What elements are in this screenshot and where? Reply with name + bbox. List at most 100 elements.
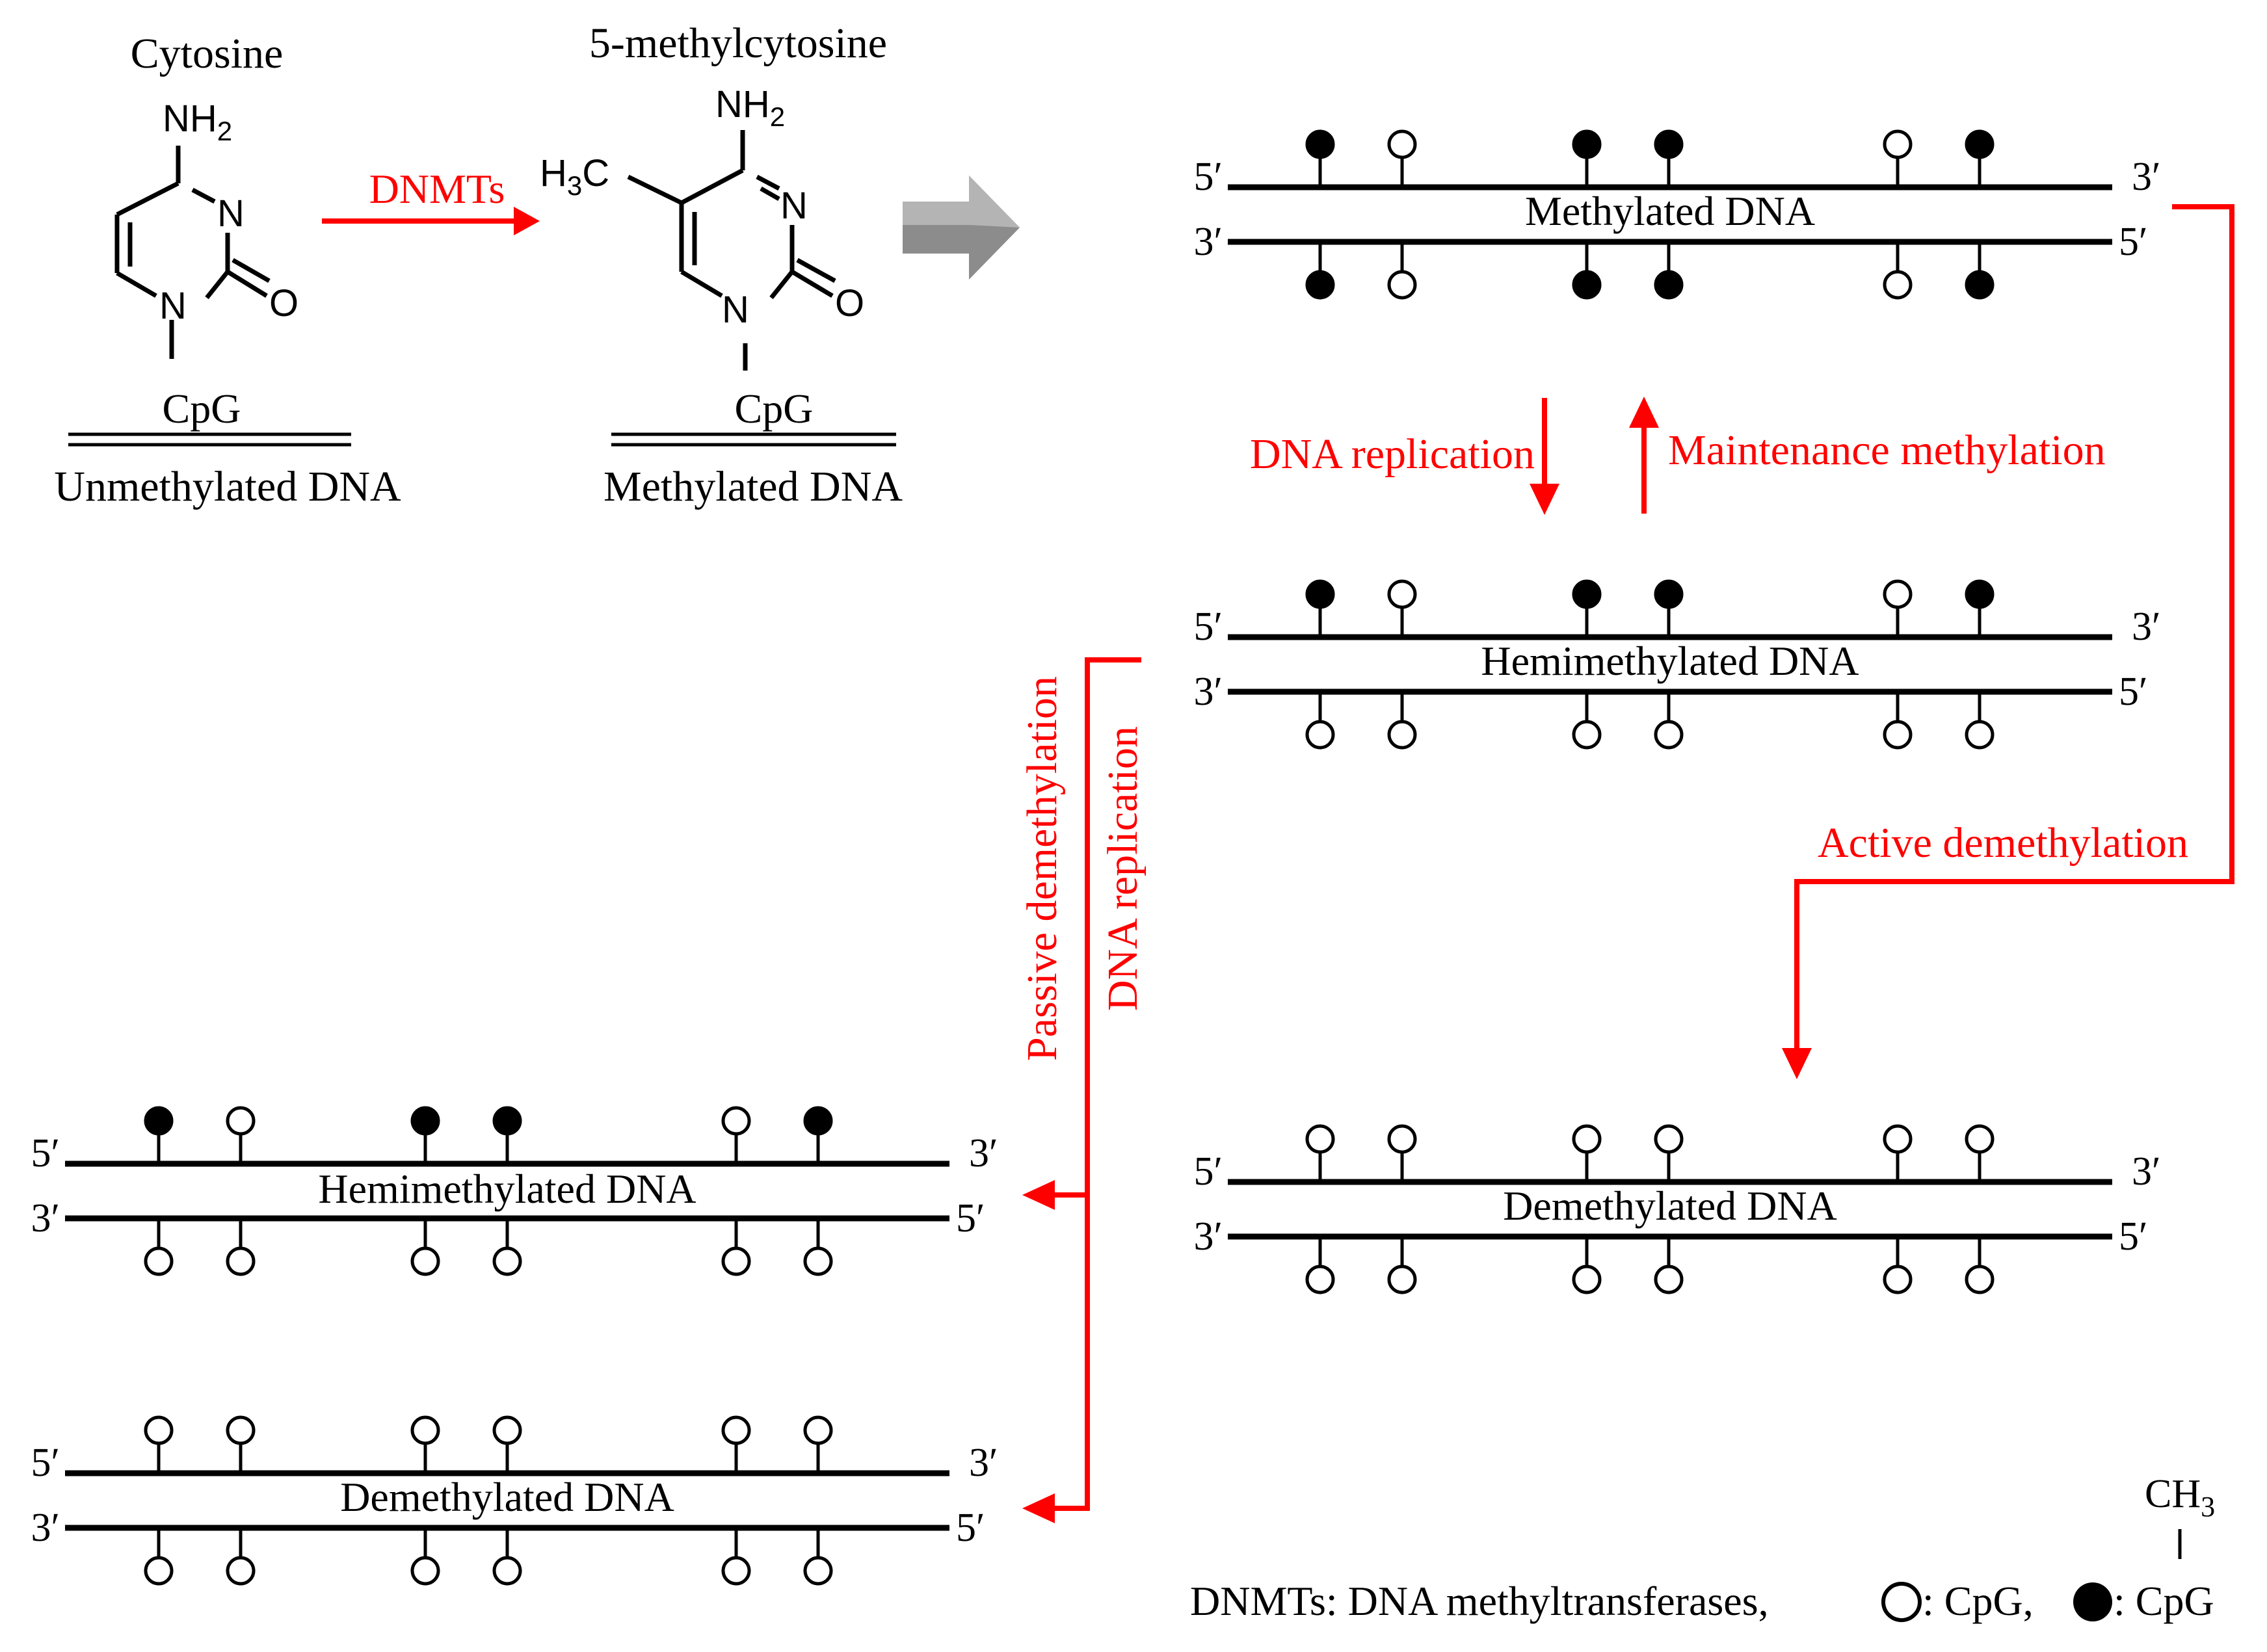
cytosine-structure: Cytosine NH2 N N O CpG Unmethylated DNA [54,30,401,510]
methylcytosine-amino-group: NH2 [715,83,785,132]
strand-end-label: 5′ [1193,1149,1223,1194]
methylated-cpg-marker [1305,579,1335,609]
cytosine-ring-o: O [269,282,298,324]
methylated-cpg-marker [144,1106,174,1136]
legend-filled-circle [2073,1582,2112,1621]
unmethylated-cpg-marker [1883,1265,1913,1294]
unmethylated-dna-label: Unmethylated DNA [54,463,401,510]
methylated-cpg-marker [1572,270,1602,300]
unmethylated-cpg-marker [144,1246,174,1276]
strand-end-label: 3′ [1193,220,1223,264]
strand-end-label: 3′ [31,1196,60,1240]
unmethylated-cpg-marker [1883,720,1913,750]
unmethylated-cpg-marker [803,1556,833,1586]
cytosine-ring-n1: N [159,285,187,327]
legend-filled-cpg: : CpG [2114,1578,2214,1624]
unmethylated-cpg-marker [1654,720,1684,750]
strand-end-label: 5′ [956,1506,985,1550]
duplex-label: Methylated DNA [1525,188,1815,234]
strand-end-label: 5′ [31,1131,60,1175]
methylcytosine-ring-n3: N [780,185,808,227]
unmethylated-cpg-marker [1387,1265,1417,1294]
unmethylated-cpg-marker [410,1556,440,1586]
unmethylated-cpg-marker [492,1556,522,1586]
methylated-cpg-marker [1305,270,1335,300]
methylated-cpg-marker [1654,579,1684,609]
methyl-group: H3C [540,152,609,201]
unmethylated-cpg-marker [1654,1124,1684,1154]
strand-end-label: 3′ [2132,1149,2161,1194]
methylcytosine-ring-o: O [835,282,864,324]
unmethylated-cpg-marker [721,1106,751,1136]
duplex-label: Hemimethylated DNA [318,1166,696,1212]
strand-end-label: 5′ [1193,155,1223,199]
strand-end-label: 3′ [1193,1214,1223,1259]
unmethylated-cpg-marker [1883,270,1913,300]
unmethylated-cpg-marker [144,1415,174,1445]
process-arrowheads [1022,397,1812,1523]
dnmts-label: DNMTs [369,166,505,212]
unmethylated-cpg-marker [1305,720,1335,750]
unmethylated-cpg-marker [226,1415,256,1445]
cytosine-title: Cytosine [131,30,284,77]
methylcytosine-cpg-label: CpG [735,386,814,432]
unmethylated-cpg-marker [410,1415,440,1445]
active-demethylation-path [1794,204,2234,1052]
methylated-cpg-marker [410,1106,440,1136]
duplex-methylated: 5′3′3′5′Methylated DNA [1193,129,2161,300]
methylated-cpg-marker [1305,129,1335,159]
unmethylated-cpg-marker [1572,720,1602,750]
strand-end-label: 5′ [2119,1214,2148,1259]
strand-end-label: 5′ [2119,220,2148,264]
unmethylated-cpg-marker [1305,1265,1335,1294]
methylated-dna-chem-label: Methylated DNA [603,463,903,510]
unmethylated-cpg-marker [1965,720,1995,750]
unmethylated-cpg-marker [803,1246,833,1276]
methylcytosine-ring [627,130,836,371]
unmethylated-cpg-marker [1654,1265,1684,1294]
methylated-cpg-marker [803,1106,833,1136]
duplex-demeth_left: 5′3′3′5′Demethylated DNA [31,1415,998,1586]
cytosine-ring [114,146,271,359]
strand-end-label: 3′ [2132,605,2161,649]
legend-definition: DNMTs: DNA methyltransferases, [1190,1578,1769,1624]
legend: DNMTs: DNA methyltransferases, : CpG, : … [1190,1472,2215,1624]
duplex-label: Hemimethylated DNA [1481,638,1859,684]
cytosine-cpg-label: CpG [163,386,241,432]
methylcytosine-structure: 5-methylcytosine NH2 H3C N N O CpG Me [540,20,903,510]
unmethylated-cpg-marker [1305,1124,1335,1154]
cytosine-ring-n3: N [217,192,245,235]
grey-transition-arrow [903,176,1020,280]
methylated-cpg-marker [1654,270,1684,300]
unmethylated-cpg-marker [1387,129,1417,159]
dnmts-reaction-arrow: DNMTs [322,166,540,235]
unmethylated-cpg-marker [1572,1265,1602,1294]
unmethylated-cpg-marker [226,1246,256,1276]
unmethylated-cpg-marker [1387,270,1417,300]
unmethylated-cpg-marker [1965,1124,1995,1154]
unmethylated-cpg-marker [721,1246,751,1276]
strand-end-label: 3′ [969,1131,998,1175]
methylated-cpg-marker [1965,129,1995,159]
strand-end-label: 5′ [1193,605,1223,649]
unmethylated-cpg-marker [1883,129,1913,159]
unmethylated-cpg-marker [1387,720,1417,750]
unmethylated-cpg-marker [1965,1265,1995,1294]
unmethylated-cpg-marker [1572,1124,1602,1154]
cytosine-amino-group: NH2 [163,98,232,146]
unmethylated-cpg-marker [1883,1124,1913,1154]
process-arrows [1054,204,2234,1511]
duplex-hemi_right: 5′3′3′5′Hemimethylated DNA [1193,579,2161,750]
legend-methyl-group: CH3 [2145,1472,2215,1523]
methylated-cpg-marker [492,1106,522,1136]
duplex-layer: 5′ 3′ 3′ 5′ Methylated DNA 5′ 3′ 3′ 5′ Hemimethyl… [31,129,2161,1586]
unmethylated-cpg-marker [144,1556,174,1586]
unmethylated-cpg-marker [721,1556,751,1586]
strand-end-label: 3′ [969,1441,998,1485]
unmethylated-cpg-marker [492,1246,522,1276]
strand-end-label: 5′ [31,1441,60,1485]
duplex-label: Demethylated DNA [340,1474,674,1520]
methylated-cpg-marker [1654,129,1684,159]
unmethylated-cpg-marker [226,1556,256,1586]
